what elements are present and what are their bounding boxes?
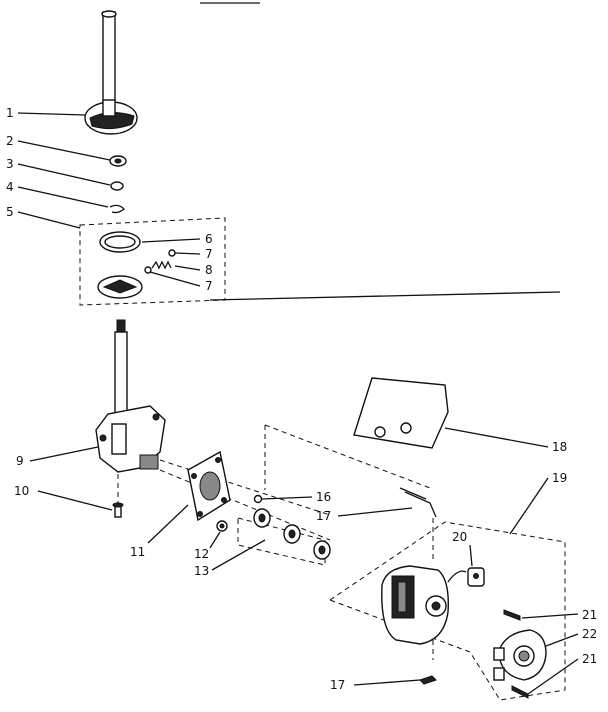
callout-13: 13 — [194, 564, 209, 578]
callout-17a: 17 — [316, 509, 331, 523]
pump-motor — [381, 565, 449, 645]
leader-21b — [527, 658, 579, 695]
callout-18: 18 — [552, 440, 567, 454]
leader-8 — [174, 265, 201, 271]
leader-1 — [17, 112, 86, 116]
callout-19: 19 — [552, 471, 567, 485]
callout-6: 6 — [205, 232, 213, 246]
part-20-connector — [447, 567, 485, 587]
callout-21b: 21 — [582, 652, 597, 666]
leader-16 — [261, 496, 313, 500]
callout-20: 20 — [452, 530, 467, 544]
part-3-washer — [110, 181, 124, 191]
callout-7b: 7 — [205, 279, 213, 293]
part-21-clip-upper — [503, 609, 521, 621]
scan-mark-middle — [209, 291, 561, 301]
leader-10 — [37, 490, 113, 511]
part-13-pulley-c — [313, 540, 331, 560]
leader-11 — [147, 504, 189, 544]
callout-16: 16 — [316, 490, 331, 504]
part-13-pulley-b — [283, 524, 301, 544]
leader-13 — [211, 539, 266, 571]
callout-22: 22 — [582, 627, 597, 641]
leader-4 — [17, 186, 109, 208]
part-17-wire-upper — [404, 491, 437, 518]
part-12-nut — [216, 520, 228, 532]
leader-21a — [521, 613, 579, 619]
callout-9: 9 — [16, 454, 24, 468]
part-13-pulley-a — [253, 508, 271, 528]
callout-12: 12 — [194, 547, 209, 561]
leader-7b — [149, 271, 201, 287]
part-5-dog-assembly — [97, 275, 143, 299]
callout-2: 2 — [6, 134, 14, 148]
leader-7a — [174, 252, 201, 255]
callout-17b: 17 — [330, 678, 345, 692]
callout-8: 8 — [205, 263, 213, 277]
leader-18 — [444, 427, 549, 448]
callout-1: 1 — [6, 106, 14, 120]
leader-6 — [141, 238, 201, 243]
leader-20 — [469, 544, 473, 567]
agitator-shaft-upper — [101, 10, 117, 108]
leader-12 — [209, 531, 221, 549]
part-18-plate — [353, 377, 449, 449]
leader-17a — [337, 507, 413, 517]
part-17-wire-upper-b — [399, 487, 427, 500]
callout-4: 4 — [6, 180, 14, 194]
part-19-outline — [328, 521, 566, 701]
leader-2 — [17, 140, 111, 161]
part-22-bracket — [493, 629, 547, 681]
align-line-3 — [264, 424, 431, 489]
callout-21a: 21 — [582, 608, 597, 622]
part-17-strap-lower — [419, 675, 437, 685]
leader-5 — [17, 211, 81, 229]
callout-3: 3 — [6, 157, 14, 171]
callout-5: 5 — [6, 205, 14, 219]
callout-10: 10 — [14, 484, 29, 498]
leader-22 — [545, 633, 579, 647]
leader-9 — [29, 446, 99, 462]
part-7-spring-pin — [168, 249, 176, 257]
part-9-gearcase — [95, 405, 166, 473]
leader-3 — [17, 163, 111, 186]
part-7-spring-pin-lower — [144, 266, 152, 274]
part-11-mount-plate — [187, 450, 231, 522]
callout-7a: 7 — [205, 247, 213, 261]
part-1-cam-plate — [84, 99, 138, 135]
part-16-screw — [253, 494, 263, 504]
part-2-nut — [109, 155, 127, 167]
part-10-screw — [112, 502, 124, 518]
part-21-clip-lower — [511, 685, 529, 699]
part-6-ring — [99, 231, 141, 253]
align-line-2 — [159, 469, 331, 541]
leader-19 — [509, 477, 549, 535]
agitator-shaft-lower — [114, 319, 128, 425]
leader-17b — [353, 679, 421, 686]
part-13-outline — [237, 517, 326, 566]
part-5-kit-outline — [79, 217, 226, 306]
part-8-spring — [151, 260, 172, 270]
part-4-clip — [109, 204, 125, 214]
callout-11: 11 — [130, 545, 145, 559]
